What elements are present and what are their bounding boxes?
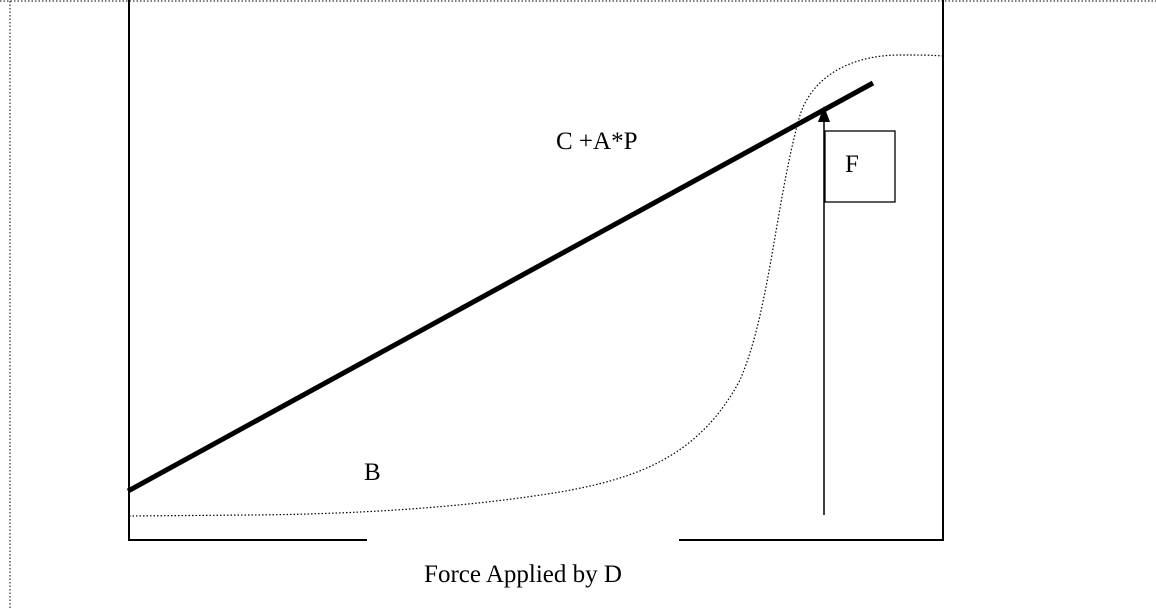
thick-linear-line (126, 80, 875, 494)
box-label: F (845, 151, 859, 178)
dotted-s-curve (128, 54, 944, 517)
line-label: C +A*P (556, 128, 637, 155)
x-axis-label: Force Applied by D (424, 561, 622, 588)
label-box (824, 130, 896, 203)
arrow-head-icon (818, 106, 830, 122)
curve-label: B (364, 459, 381, 486)
axis-label-backing (367, 538, 679, 544)
